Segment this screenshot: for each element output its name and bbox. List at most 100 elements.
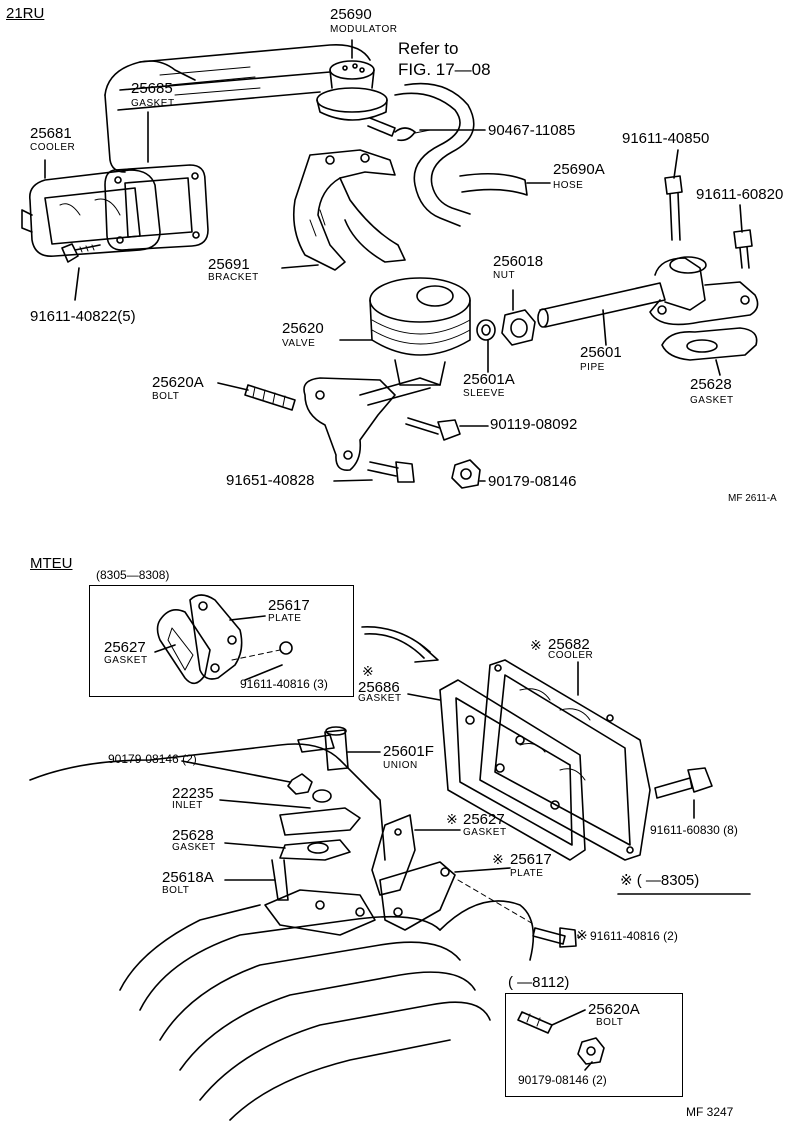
small-inset-parts-drawing (517, 1011, 605, 1065)
bolt-60820-drawing (733, 229, 753, 269)
part-25628-bottom-number: 25628 (172, 827, 214, 844)
part-25690-name: MODULATOR (330, 24, 398, 35)
part-25681-number: 25681 (30, 125, 72, 142)
part-256018-number: 256018 (493, 253, 544, 270)
star-mark-40816: ※ (576, 927, 588, 943)
part-90467-number: 90467-11085 (488, 122, 576, 139)
bolt-90119-drawing (405, 417, 461, 441)
section-mteu: MTEU (30, 555, 73, 572)
hose-drawing (394, 82, 528, 227)
part-25681-name: COOLER (30, 142, 76, 153)
cooler-drawing (21, 169, 161, 257)
leader-lines-top (44, 39, 743, 482)
part-91611-40816-2-number: 91611-40816 (2) (590, 929, 678, 943)
part-25620-number: 25620 (282, 320, 324, 337)
refer-line2: FIG. 17—08 (398, 60, 491, 79)
valve-cover-drawing (104, 43, 371, 173)
figure-code-top: MF 2611-A (728, 493, 777, 504)
part-25620A-bottom-name: BOLT (596, 1017, 624, 1028)
part-25628-bottom-name: GASKET (172, 842, 216, 853)
part-91611-40816-3-number: 91611-40816 (3) (240, 677, 328, 691)
part-25618A-number: 25618A (162, 869, 214, 886)
valve-drawing (369, 277, 471, 386)
inset-plate-drawing (156, 594, 293, 685)
gasket-drawing (104, 164, 209, 251)
part-25601-number: 25601 (580, 344, 622, 361)
part-25617-name: PLATE (268, 613, 302, 624)
part-25620-name: VALVE (282, 338, 316, 349)
part-25601A-number: 25601A (463, 371, 515, 388)
part-25691-name: BRACKET (208, 272, 259, 283)
part-25691-number: 25691 (208, 256, 250, 273)
part-25690A-name: HOSE (553, 180, 584, 191)
part-25690-number: 25690 (330, 6, 372, 23)
engine-manifold-drawing (29, 743, 535, 1121)
bolt-40822-drawing (61, 243, 101, 263)
leader-lines-bottom (154, 615, 695, 1071)
part-25682-name: COOLER (548, 650, 594, 661)
part-22235-name: INLET (172, 800, 203, 811)
part-25686-number: 25686 (358, 679, 400, 696)
valve-flange-drawing (303, 377, 441, 472)
star-mark-25617: ※ (492, 851, 504, 867)
part-25601-name: PIPE (580, 362, 605, 373)
bracket-drawing (292, 149, 406, 271)
part-25685-number: 25685 (131, 80, 173, 97)
part-25627-bottom-name: GASKET (463, 827, 507, 838)
star-mark-25682: ※ (530, 637, 542, 653)
part-25627-name: GASKET (104, 655, 148, 666)
part-22235-number: 22235 (172, 785, 214, 802)
part-25686-name: GASKET (358, 693, 402, 704)
sleeve-nut-drawing (476, 309, 536, 346)
pipe-flange-drawing (649, 256, 759, 361)
inset-frame-8112 (505, 993, 683, 1097)
inset-frame-8305-8308 (89, 585, 354, 697)
part-91611-40850-number: 91611-40850 (622, 130, 710, 147)
part-25627-bottom-number: 25627 (463, 811, 505, 828)
part-91611-60830-number: 91611-60830 (8) (650, 823, 738, 837)
part-25628-top-name: GASKET (690, 395, 734, 406)
inlet-union-drawing (264, 726, 376, 936)
part-25620A-name: BOLT (152, 391, 180, 402)
part-91611-60820-number: 91611-60820 (696, 186, 784, 203)
part-25682-number: 25682 (548, 636, 590, 653)
small-inset-range: ( —8112) (508, 974, 570, 991)
part-25685-name: GASKET (131, 98, 175, 109)
part-90119-number: 90119-08092 (490, 416, 578, 433)
figure-code-bottom: MF 3247 (686, 1105, 734, 1119)
cooler-25682-drawing (479, 659, 651, 861)
part-256018-name: NUT (493, 270, 516, 281)
bolt-40850-drawing (664, 175, 683, 241)
part-91611-40822-number: 91611-40822(5) (30, 308, 136, 325)
part-90179-top-number: 90179-08146 (488, 473, 577, 490)
part-25601F-name: UNION (383, 760, 418, 771)
part-25628-top-number: 25628 (690, 376, 732, 393)
part-25601A-name: SLEEVE (463, 388, 505, 399)
bolt-40816-drawing (532, 927, 577, 948)
refer-line1: Refer to (398, 39, 459, 58)
part-25617-bottom-name: PLATE (510, 868, 544, 879)
part-25620A-bottom-number: 25620A (588, 1001, 640, 1018)
part-25618A-name: BOLT (162, 885, 190, 896)
star-note: ※ ( —8305) (620, 872, 700, 889)
part-25617-number: 25617 (268, 597, 310, 614)
nut-90179-top-drawing (451, 459, 481, 489)
part-90179b-number: 90179-08146 (2) (518, 1073, 607, 1087)
modulator-drawing (316, 60, 396, 137)
part-25690A-number: 25690A (553, 161, 605, 178)
part-91651-number: 91651-40828 (226, 472, 315, 489)
star-mark-25686: ※ (362, 663, 374, 679)
bolt-25620A-drawing (244, 384, 296, 411)
plate-gasket-bottom-drawing (371, 814, 536, 931)
star-mark-25627: ※ (446, 811, 458, 827)
part-25627-number: 25627 (104, 639, 146, 656)
part-25620A-number: 25620A (152, 374, 204, 391)
direction-arrow-drawing (361, 626, 439, 663)
part-25617-bottom-number: 25617 (510, 851, 552, 868)
bolt-60830-drawing (654, 767, 713, 799)
gasket-25686-drawing (439, 679, 586, 861)
bolt-91651-drawing (367, 461, 415, 483)
inset-range-label: (8305—8308) (96, 568, 170, 582)
